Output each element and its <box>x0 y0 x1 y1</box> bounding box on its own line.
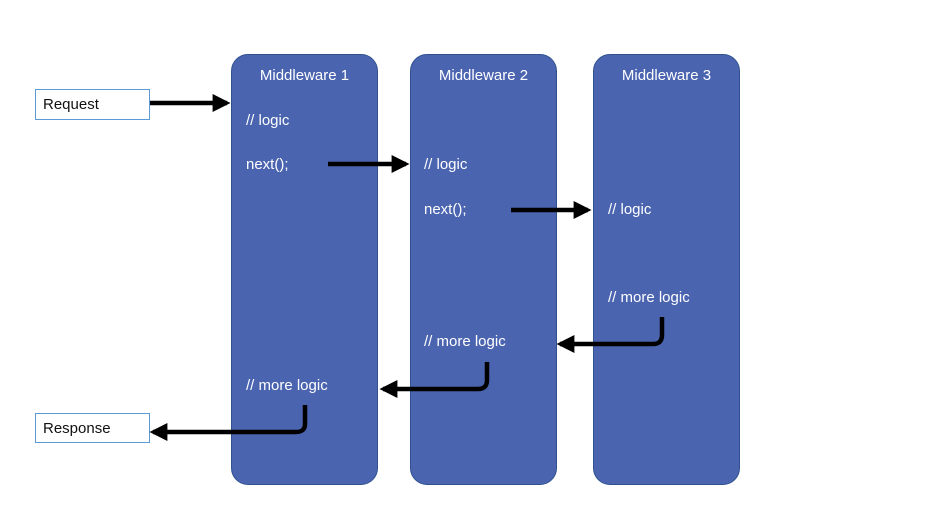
middleware-1-next: next(); <box>246 156 289 173</box>
middleware-3-to-2-return-arrow <box>556 317 665 353</box>
response-label: Response <box>43 419 111 437</box>
middleware-2-column: Middleware 2 // logic next(); // more lo… <box>410 54 557 485</box>
middleware-3-logic: // logic <box>608 201 652 218</box>
middleware-1-more-logic: // more logic <box>246 377 328 394</box>
response-box: Response <box>35 413 150 443</box>
middleware-1-to-response-return-arrow <box>149 405 308 441</box>
middleware-2-next: next(); <box>424 201 467 218</box>
middleware-1-logic: // logic <box>246 112 290 129</box>
middleware-2-title: Middleware 2 <box>438 67 529 84</box>
request-label: Request <box>43 96 99 113</box>
middleware-2-more-logic: // more logic <box>424 333 506 350</box>
middleware-3-column: Middleware 3 // logic // more logic <box>593 54 740 485</box>
request-box: Request <box>35 89 150 120</box>
middleware-2-logic: // logic <box>424 156 468 173</box>
middleware-2-to-1-return-arrow <box>379 362 490 398</box>
middleware-3-title: Middleware 3 <box>621 67 712 84</box>
middleware-1-title: Middleware 1 <box>259 67 350 84</box>
middleware-3-more-logic: // more logic <box>608 289 690 306</box>
